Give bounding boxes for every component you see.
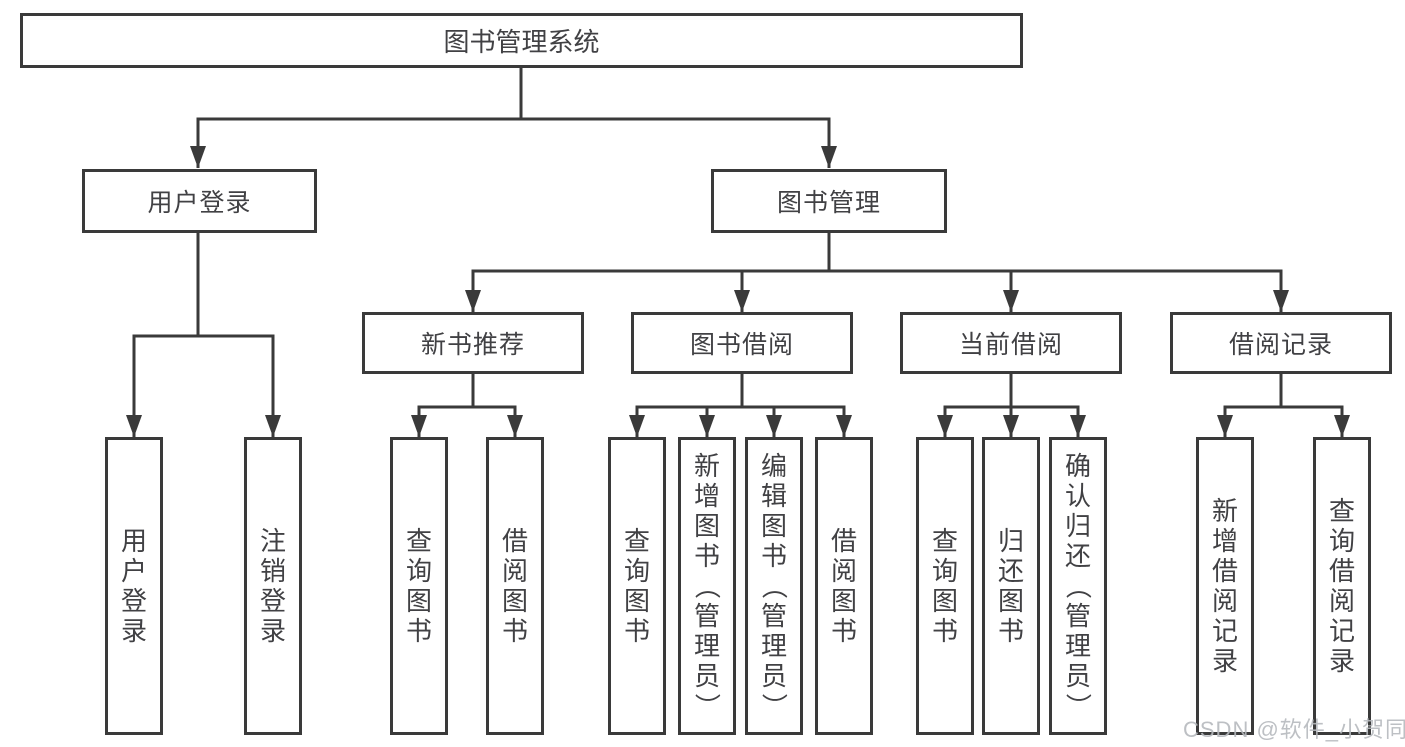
arrow-icon [190,146,206,168]
leaf-add-book-admin: 新增图书（管理员） [678,437,736,735]
node-label: 当前借阅 [958,331,1063,359]
node-book-borrowing: 图书借阅 [631,312,853,374]
arrow-icon [836,415,852,437]
arrow-icon [465,290,481,312]
node-label: 查询图书 [931,526,958,646]
leaf-query-borrow-record: 查询借阅记录 [1313,437,1371,735]
leaf-confirm-return-admin: 确认归还（管理员） [1049,437,1107,735]
arrow-icon [766,415,782,437]
leaf-borrow-books-recommend: 借阅图书 [486,437,544,735]
arrowheads [126,146,1350,437]
node-label: 图书借阅 [689,331,794,359]
leaf-edit-book-admin: 编辑图书（管理员） [745,437,803,735]
node-label: 用户登录 [120,526,147,646]
node-label: 查询借阅记录 [1328,496,1355,676]
arrow-icon [126,415,142,437]
leaf-query-books-recommend: 查询图书 [390,437,448,735]
watermark: CSDN @软件_小贺同学 [1183,717,1405,742]
leaf-return-books: 归还图书 [982,437,1040,735]
arrow-icon [821,146,837,168]
leaf-add-borrow-record: 新增借阅记录 [1196,437,1254,735]
node-label: 新增借阅记录 [1211,496,1238,676]
node-label: 图书管理系统 [443,27,600,57]
arrow-icon [507,415,523,437]
leaf-query-books-current: 查询图书 [916,437,974,735]
arrow-icon [629,415,645,437]
node-label: 编辑图书（管理员） [758,451,789,720]
arrow-icon [1070,415,1086,437]
node-library-system: 图书管理系统 [20,13,1023,68]
arrow-icon [1003,290,1019,312]
node-label: 图书管理 [776,189,881,217]
node-current-borrowing: 当前借阅 [900,312,1122,374]
leaf-logout: 注销登录 [244,437,302,735]
node-label: 注销登录 [259,526,286,646]
node-label: 确认归还（管理员） [1062,451,1093,720]
node-label: 用户登录 [147,189,252,217]
arrow-icon [411,415,427,437]
connector-lines [132,66,1344,437]
node-borrowing-records: 借阅记录 [1170,312,1392,374]
leaf-user-login: 用户登录 [105,437,163,735]
arrow-icon [1334,415,1350,437]
leaf-borrow-books: 借阅图书 [815,437,873,735]
node-label: 查询图书 [623,526,650,646]
node-label: 新增图书（管理员） [691,451,722,720]
arrow-icon [1217,415,1233,437]
node-label: 借阅记录 [1228,331,1333,359]
arrow-icon [699,415,715,437]
node-label: 查询图书 [405,526,432,646]
node-label: 新书推荐 [420,331,525,359]
node-label: 借阅图书 [830,526,857,646]
node-book-management: 图书管理 [711,169,947,233]
node-user-login: 用户登录 [82,169,317,233]
arrow-icon [265,415,281,437]
arrow-icon [1273,290,1289,312]
node-label: 归还图书 [997,526,1024,646]
arrow-icon [1003,415,1019,437]
node-new-book-recommend: 新书推荐 [362,312,584,374]
arrow-icon [734,290,750,312]
leaf-query-books-borrow: 查询图书 [608,437,666,735]
node-label: 借阅图书 [501,526,528,646]
arrow-icon [937,415,953,437]
